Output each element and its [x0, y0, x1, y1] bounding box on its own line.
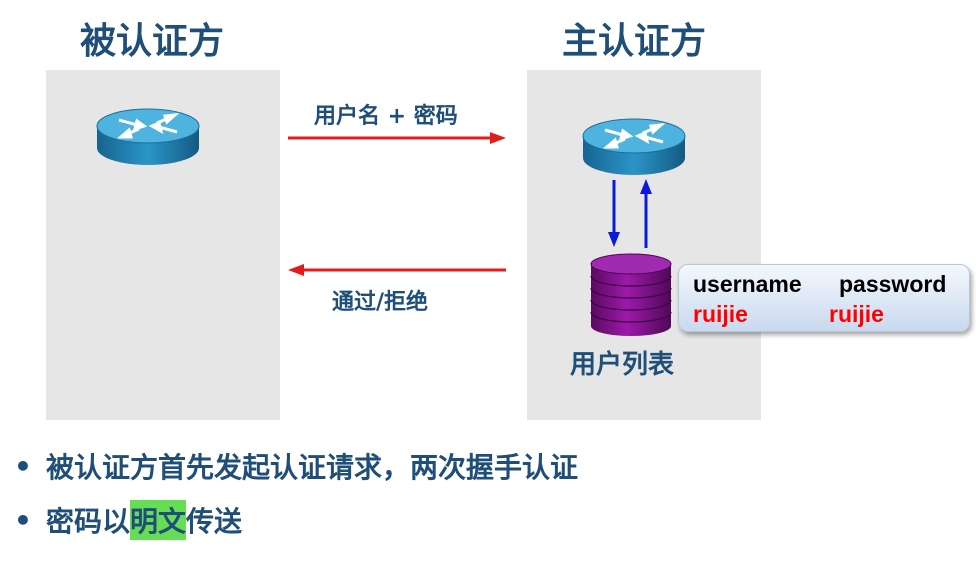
router-icon — [96, 108, 200, 165]
response-arrow — [288, 264, 506, 276]
username-value: ruijie — [693, 301, 748, 327]
bullet-text-after: 传送 — [186, 505, 243, 538]
password-header: password — [839, 271, 947, 297]
username-header: username — [693, 271, 802, 297]
response-label: 通过/拒绝 — [332, 290, 429, 315]
reply-arrow — [640, 179, 652, 248]
highlighted-text: 明文 — [130, 500, 187, 540]
bullet-text-before: 密码以 — [46, 505, 131, 538]
bullet-text: 被认证方首先发起认证请求，两次握手认证 — [46, 451, 579, 484]
database-icon — [590, 253, 672, 336]
user-list-label: 用户列表 — [570, 350, 675, 380]
bullet-dot: • — [14, 449, 32, 483]
bullet-item: • 被认证方首先发起认证请求，两次握手认证 — [0, 446, 578, 486]
credentials-callout: username password ruijie ruijie — [678, 264, 970, 332]
password-value: ruijie — [829, 301, 884, 327]
bullet-dot: • — [14, 503, 32, 537]
request-arrow — [288, 132, 506, 144]
bullet-item: • 密码以明文传送 — [0, 500, 242, 540]
authenticator-title: 主认证方 — [562, 21, 707, 62]
query-arrow — [608, 180, 620, 247]
router-icon — [582, 118, 686, 175]
supplicant-title: 被认证方 — [80, 21, 225, 62]
request-label: 用户名 + 密码 — [314, 104, 458, 129]
